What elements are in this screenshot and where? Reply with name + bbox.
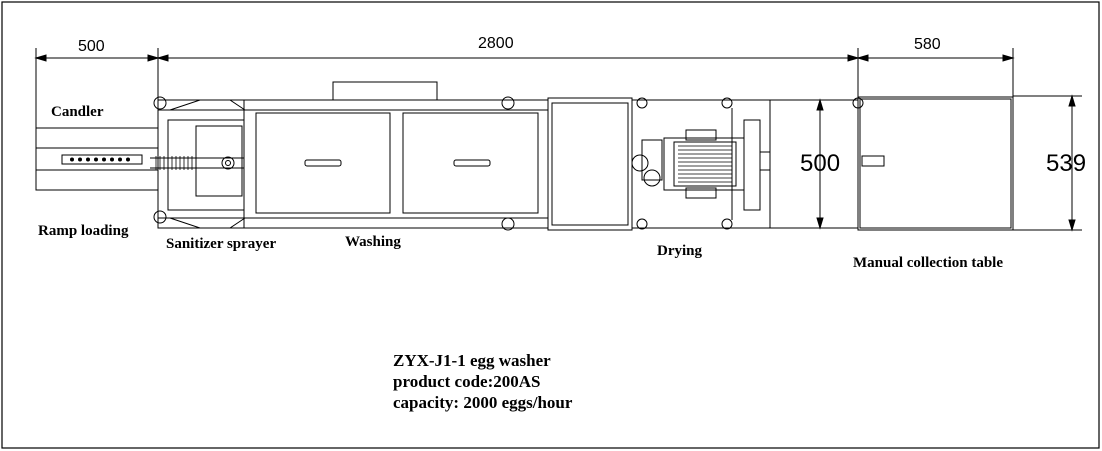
label-drying: Drying — [657, 243, 702, 259]
label-ramp-loading: Ramp loading — [38, 223, 129, 239]
product-capacity: capacity: 2000 eggs/hour — [393, 393, 573, 412]
candler-unit — [35, 127, 159, 191]
dimension-table-width: 539 — [1046, 150, 1087, 177]
label-sanitizer-sprayer: Sanitizer sprayer — [166, 236, 277, 252]
product-code: product code:200AS — [393, 372, 541, 391]
washer-frame — [153, 81, 549, 231]
label-washing: Washing — [345, 234, 401, 250]
product-info-block: ZYX-J1-1 egg washer product code:200AS c… — [393, 350, 572, 413]
dimension-main-length: 2800 — [478, 35, 514, 52]
label-manual-collection-table: Manual collection table — [853, 255, 1003, 271]
dimension-candler-length: 500 — [78, 38, 105, 55]
sanitizer-sprayer-unit — [150, 99, 246, 229]
top-dimension-line — [34, 48, 1015, 128]
drying-unit — [547, 97, 771, 231]
product-model: ZYX-J1-1 egg washer — [393, 351, 551, 370]
washing-tanks — [243, 99, 549, 229]
collection-table — [857, 94, 1082, 232]
dimension-table-length: 580 — [914, 36, 941, 53]
label-candler: Candler — [51, 104, 104, 120]
dimension-drying-width: 500 — [800, 150, 841, 177]
